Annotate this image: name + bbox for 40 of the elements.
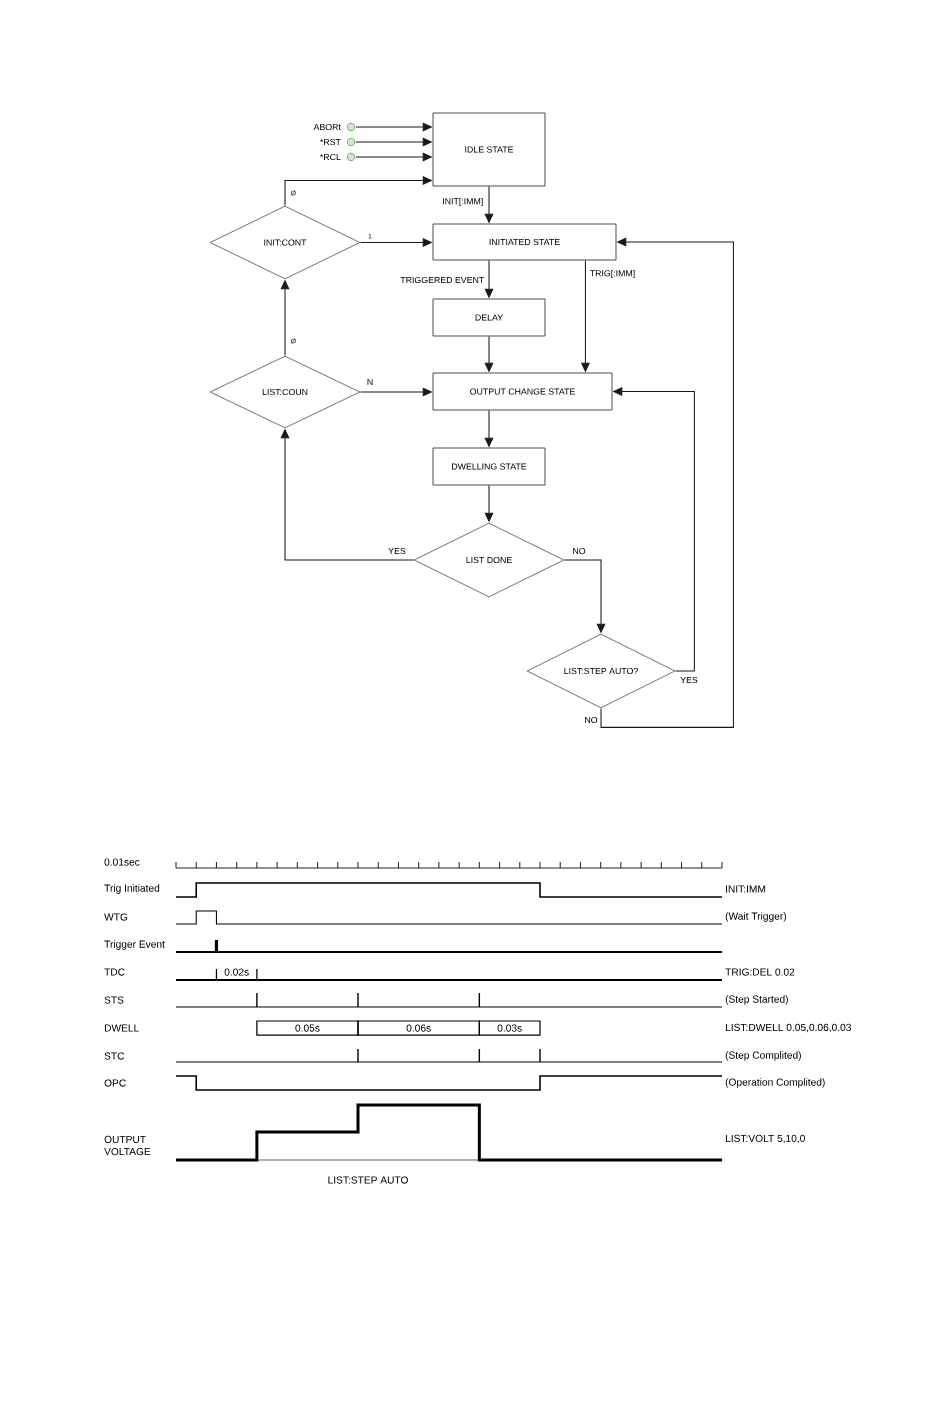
signal-name: OUTPUT VOLTAGE (104, 1135, 151, 1156)
signal-name: Trig Initiated (104, 884, 160, 894)
edge-label: TRIGGERED EVENT (398, 275, 486, 285)
state-box: DELAY (432, 298, 546, 337)
dwell-segment: 0.05s (256, 1020, 359, 1036)
signal-name: DWELL (104, 1024, 139, 1032)
duration-label: 0.02s (224, 968, 249, 976)
signal-name: OPC (104, 1079, 126, 1087)
signal-label: *RST (320, 138, 341, 146)
dwell-segment: 0.06s (357, 1020, 480, 1036)
edge-label: TRIG[:IMM] (588, 268, 637, 280)
signal-name: STS (104, 996, 124, 1004)
edge-label: YES (678, 675, 700, 685)
signal-name: TDC (104, 968, 125, 976)
signal-name: WTG (104, 913, 128, 921)
edge-label: YES (386, 546, 408, 556)
state-box: OUTPUT CHANGE STATE (432, 372, 613, 411)
edge-label: NO (571, 546, 587, 556)
dwell-segment: 0.03s (478, 1020, 541, 1036)
note-label: (Wait Trigger) (725, 912, 786, 922)
arrow (600, 237, 734, 728)
note-label: (Step Complited) (725, 1051, 801, 1061)
signal-label: *RCL (320, 153, 341, 161)
command-label: LIST:VOLT 5,10,0 (725, 1134, 805, 1144)
edge-label: NO (583, 715, 599, 725)
state-box: INITIATED STATE (432, 223, 617, 261)
note-label: (Operation Complited) (725, 1078, 825, 1088)
state-box: IDLE STATE (432, 112, 546, 187)
edge-label: INIT[:IMM] (440, 196, 485, 208)
note-label: (Step Started) (725, 995, 788, 1005)
command-label: INIT:IMM (726, 885, 766, 893)
command-label: TRIG:DEL 0.02 (725, 968, 795, 976)
signal-name: Trigger Event (104, 940, 165, 950)
edge-label: N (365, 377, 375, 387)
signal-name: STC (104, 1052, 125, 1060)
command-label: LIST:DWELL 0.05,0.06,0.03 (725, 1023, 851, 1033)
state-box: DWELLING STATE (432, 447, 546, 486)
signal-name: 0.01sec (104, 858, 140, 866)
signal-label: ABORt (313, 123, 341, 131)
mode-label: LIST:STEP AUTO (328, 1176, 408, 1184)
